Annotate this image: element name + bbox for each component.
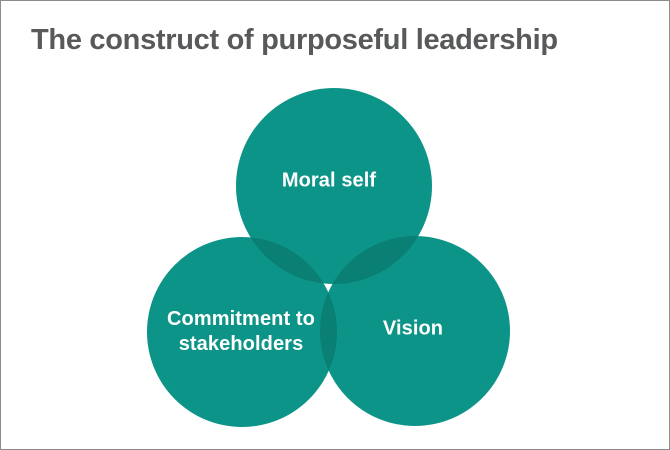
- figure-title: The construct of purposeful leadership: [31, 24, 558, 56]
- venn-label-vision: Vision: [382, 317, 444, 340]
- venn-label-commitment-to-stakeholders: Commitment to stakeholders: [167, 308, 315, 355]
- venn-circle-moral-self: [236, 88, 432, 284]
- venn-label-moral-self: Moral self: [281, 169, 377, 192]
- venn-circle-vision: [320, 236, 510, 426]
- venn-circle-commitment-to-stakeholders: [147, 237, 337, 427]
